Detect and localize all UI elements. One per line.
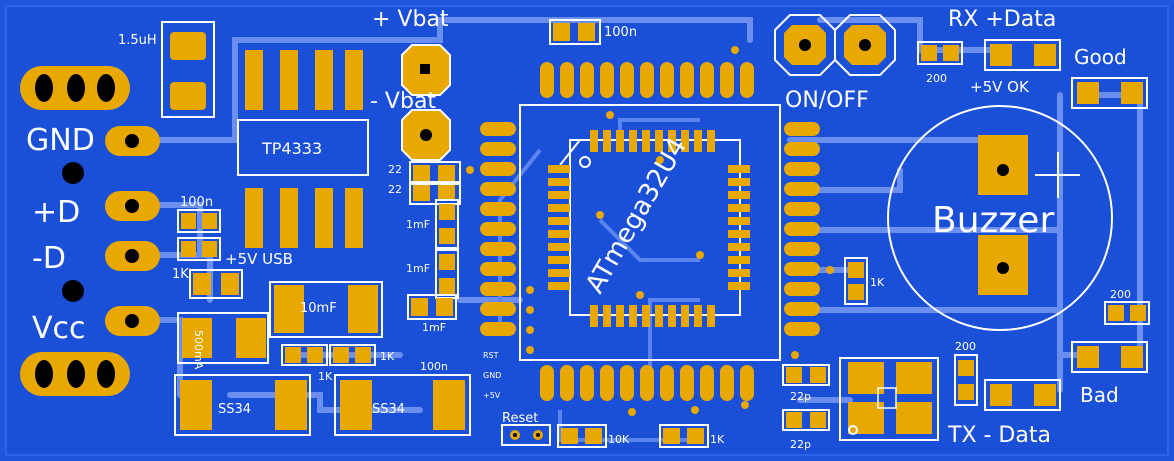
mcu-pins-bottom	[540, 365, 754, 401]
reset-header	[501, 424, 551, 446]
label-cap-100n-c: 100n	[604, 25, 637, 40]
label-vbat-plus: + Vbat	[372, 7, 449, 32]
passives-left	[177, 209, 383, 366]
label-bad: Bad	[1080, 383, 1119, 407]
label-r-1k-e: 1K	[870, 276, 885, 289]
label-r-200-a: 200	[926, 72, 947, 85]
vias	[466, 46, 834, 416]
silkscreen-labels: 1.5uH 100n 1K +5V USB TP4333 10mF 1K 1K …	[26, 7, 1131, 451]
label-r-200-b: 200	[1110, 288, 1131, 301]
label-cap-1mf-c: 1mF	[422, 321, 446, 334]
on-off-switch	[774, 14, 896, 76]
label-vbat-minus: - Vbat	[370, 89, 436, 114]
label-r-1k-d: 1K	[710, 433, 725, 446]
label-r-10k: 10K	[608, 433, 630, 446]
label-r-1k-c: 1K	[380, 350, 395, 363]
label-cap-1mf-a: 1mF	[406, 218, 430, 231]
power-connector-top	[20, 66, 130, 110]
charger-ic	[237, 50, 369, 248]
label-cap-100n-b: 100n	[420, 360, 448, 373]
label-on-off: ON/OFF	[785, 88, 869, 113]
label-cap-1mf-b: 1mF	[406, 262, 430, 275]
label-good: Good	[1074, 45, 1127, 69]
diodes	[174, 374, 471, 436]
label-rx: RX +Data	[948, 7, 1056, 32]
mcu-chip	[480, 62, 820, 401]
label-fuse: 500mA	[192, 330, 205, 370]
label-charger-ic: TP4333	[261, 139, 322, 158]
label-rst: RST	[483, 351, 499, 360]
label-dplus: +D	[32, 195, 80, 230]
label-gnd-small: GND	[483, 371, 501, 380]
label-reset: Reset	[502, 411, 538, 426]
passives-bottom	[557, 424, 709, 448]
label-usb5v: +5V USB	[225, 250, 293, 268]
label-diode-a: SS34	[218, 402, 251, 417]
label-r-22-b: 22	[388, 183, 402, 196]
mcu-pins-right	[784, 122, 820, 336]
label-tx: TX - Data	[947, 423, 1051, 448]
buzzer	[887, 105, 1113, 331]
label-r-1k-a: 1K	[172, 267, 189, 282]
label-r-22-a: 22	[388, 163, 402, 176]
passives-middle	[407, 19, 601, 320]
power-connector-bottom	[20, 352, 130, 396]
battery-pads	[401, 44, 451, 161]
crystal	[839, 357, 939, 441]
label-cap-22p-b: 22p	[790, 438, 811, 451]
label-cap-100n-a: 100n	[180, 195, 213, 210]
passives-right	[782, 39, 1150, 431]
label-dminus: -D	[32, 241, 66, 276]
mcu-pins-left	[480, 122, 516, 336]
mcu-pins-top	[540, 62, 754, 98]
usb-pads	[62, 126, 160, 336]
label-diode-b: SS34	[372, 402, 405, 417]
label-gnd: GND	[26, 123, 95, 158]
mcu-inner	[548, 130, 750, 327]
label-vcc: Vcc	[32, 311, 86, 346]
inductor	[161, 21, 215, 118]
label-r-1k-b: 1K	[318, 370, 333, 383]
label-ok: +5V OK	[970, 78, 1030, 96]
label-inductor: 1.5uH	[118, 33, 157, 48]
label-r-200-c: 200	[955, 340, 976, 353]
label-cap-10mf: 10mF	[300, 301, 337, 316]
traces	[147, 17, 1143, 442]
label-5v-small: +5V	[483, 391, 501, 400]
label-cap-22p-a: 22p	[790, 390, 811, 403]
label-buzzer: Buzzer	[932, 200, 1054, 241]
